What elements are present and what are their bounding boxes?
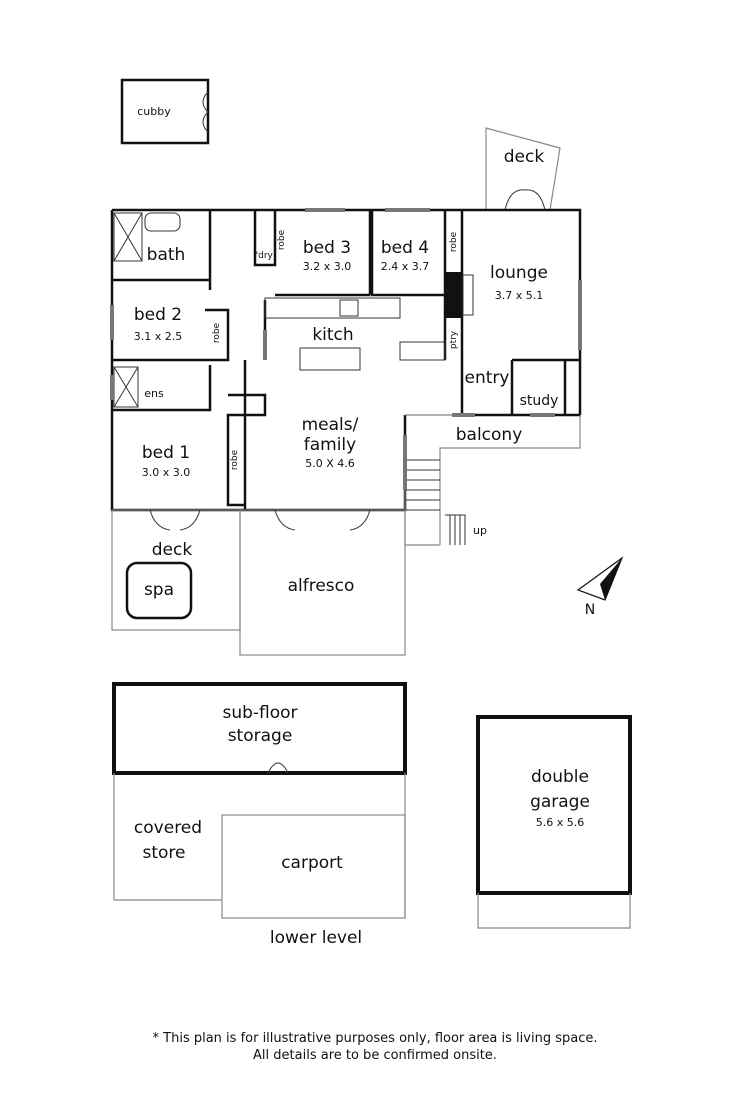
- label-spa: spa: [144, 580, 174, 600]
- kitchen-island: [299, 347, 361, 371]
- label-bed4-dim: 2.4 x 3.7: [381, 260, 430, 273]
- disclaimer-line-2: All details are to be confirmed onsite.: [253, 1048, 497, 1063]
- label-bed2-dim: 3.1 x 2.5: [134, 330, 183, 343]
- north-arrow-icon: [576, 556, 624, 601]
- label-bed2: bed 2: [134, 305, 182, 325]
- label-deck-lower: deck: [152, 540, 193, 560]
- label-family: family: [304, 435, 356, 455]
- subfloor-storage-outline: [112, 682, 407, 775]
- label-study: study: [520, 393, 559, 409]
- label-covered-1: covered: [134, 818, 202, 838]
- spa-outline: [125, 561, 193, 620]
- label-subfloor-2: storage: [228, 726, 293, 746]
- label-lounge-dim: 3.7 x 5.1: [495, 289, 544, 302]
- label-robe-bed3: robe: [277, 229, 287, 250]
- label-meals-dim: 5.0 X 4.6: [305, 457, 355, 470]
- label-cubby: cubby: [137, 105, 171, 118]
- lower-deck-outline: [111, 509, 241, 631]
- label-bed1: bed 1: [142, 443, 190, 463]
- label-covered-2: store: [143, 843, 186, 863]
- label-laundry: l'dry: [253, 251, 273, 261]
- label-north: N: [585, 602, 595, 618]
- label-lower-level: lower level: [270, 928, 362, 948]
- label-alfresco: alfresco: [288, 576, 355, 596]
- label-entry: entry: [465, 368, 510, 388]
- label-carport: carport: [281, 853, 343, 873]
- label-garage-dim: 5.6 x 5.6: [536, 816, 585, 829]
- label-bed1-dim: 3.0 x 3.0: [142, 466, 191, 479]
- top-deck-outline: [485, 127, 561, 211]
- label-kitch: kitch: [312, 325, 353, 345]
- label-robe-bed2: robe: [212, 322, 222, 343]
- label-lounge: lounge: [490, 263, 548, 283]
- label-subfloor-1: sub-floor: [222, 703, 297, 723]
- label-deck-top: deck: [504, 147, 545, 167]
- label-balcony: balcony: [456, 425, 523, 445]
- label-ensuite: ens: [144, 387, 164, 400]
- label-robe-bed4: robe: [449, 231, 459, 252]
- interior-walls: [112, 210, 580, 510]
- label-bed4: bed 4: [381, 238, 429, 258]
- label-bed3: bed 3: [303, 238, 351, 258]
- label-garage-2: garage: [530, 792, 590, 812]
- label-pantry: ptry: [449, 330, 459, 349]
- carport-outline: [221, 814, 406, 919]
- disclaimer-line-1: * This plan is for illustrative purposes…: [152, 1031, 598, 1046]
- label-bed3-dim: 3.2 x 3.0: [303, 260, 352, 273]
- label-garage-1: double: [531, 767, 589, 787]
- label-meals: meals/: [302, 415, 359, 435]
- label-robe-bed1: robe: [230, 449, 240, 470]
- label-bath: bath: [147, 245, 186, 265]
- fireplace: [445, 272, 463, 318]
- windows: [110, 208, 582, 490]
- garage-outline: [476, 715, 632, 895]
- label-up: up: [473, 524, 487, 537]
